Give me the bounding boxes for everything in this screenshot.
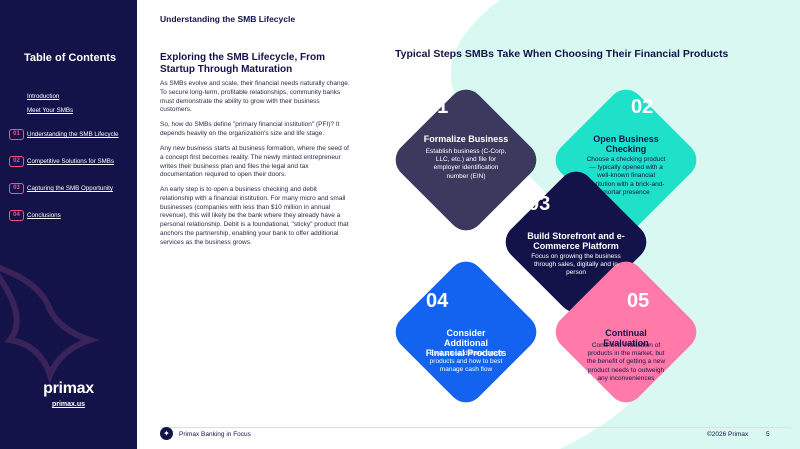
step-02-number: 02 xyxy=(631,96,654,118)
article-paragraph: As SMBs evolve and scale, their financia… xyxy=(160,80,350,114)
toc-title: Table of Contents xyxy=(24,52,117,64)
toc-num-01: 01 xyxy=(9,129,24,140)
step-03-title: Build Storefront and e-Commerce Platform xyxy=(527,231,625,251)
step-05-diamond xyxy=(555,261,697,403)
step-05-desc: Continued evaluation of products in the … xyxy=(586,342,666,382)
brand-logo: primax xyxy=(43,380,94,397)
article-paragraph: Any new business starts at business form… xyxy=(160,145,349,179)
toc-num-03: 03 xyxy=(9,183,24,194)
step-03-desc: Focus on growing the business through sa… xyxy=(531,253,621,277)
step-01-number: 01 xyxy=(426,96,449,118)
article-paragraph: An early step is to open a business chec… xyxy=(160,186,349,246)
step-01-desc: Establish business (C-Corp, LLC, etc.) a… xyxy=(425,148,507,180)
step-05-title: Continual Evaluation xyxy=(603,328,649,348)
footer-copyright: ©2026 Primax xyxy=(707,431,749,438)
toc-link-understanding[interactable]: Understanding the SMB Lifecycle xyxy=(27,131,119,138)
toc-link-competitive[interactable]: Competitive Solutions for SMBs xyxy=(27,158,115,165)
toc-link-conclusions[interactable]: Conclusions xyxy=(27,212,61,219)
steps-title: Typical Steps SMBs Take When Choosing Th… xyxy=(395,48,729,60)
step-05-number: 05 xyxy=(627,290,650,312)
toc-link-meet-your-smbs[interactable]: Meet Your SMBs xyxy=(27,107,74,114)
toc-num-02: 02 xyxy=(9,156,24,167)
sidebar: Table of Contents Introduction Meet Your… xyxy=(0,0,137,449)
footer-label: Primax Banking in Focus xyxy=(179,431,251,438)
step-04-desc: Evaluate additional credit products and … xyxy=(429,350,503,374)
page-header: Understanding the SMB Lifecycle xyxy=(160,14,296,24)
footer-divider xyxy=(160,427,790,428)
step-02-desc: Choose a checking product — typically op… xyxy=(586,156,666,196)
step-03-number: 03 xyxy=(528,193,551,215)
step-04-number: 04 xyxy=(426,290,449,312)
step-02-title: Open Business Checking xyxy=(593,134,659,154)
toc-link-capturing[interactable]: Capturing the SMB Opportunity xyxy=(27,185,113,192)
toc-link-introduction[interactable]: Introduction xyxy=(27,93,60,100)
brand-url[interactable]: primax.us xyxy=(51,401,86,408)
toc-num-04: 04 xyxy=(9,210,24,221)
step-01-diamond xyxy=(395,89,537,231)
star-icon: ✦ xyxy=(160,427,173,440)
page-number: 5 xyxy=(766,431,770,438)
sidebar-decoration xyxy=(0,265,100,384)
step-01-title: Formalize Business xyxy=(423,134,509,144)
article-title: Exploring the SMB Lifecycle, From Startu… xyxy=(160,52,326,75)
article-paragraph: So, how do SMBs define "primary financia… xyxy=(160,121,340,137)
step-04-diamond xyxy=(395,261,537,403)
step-04-title: Consider Additional Financial Products xyxy=(425,328,507,358)
